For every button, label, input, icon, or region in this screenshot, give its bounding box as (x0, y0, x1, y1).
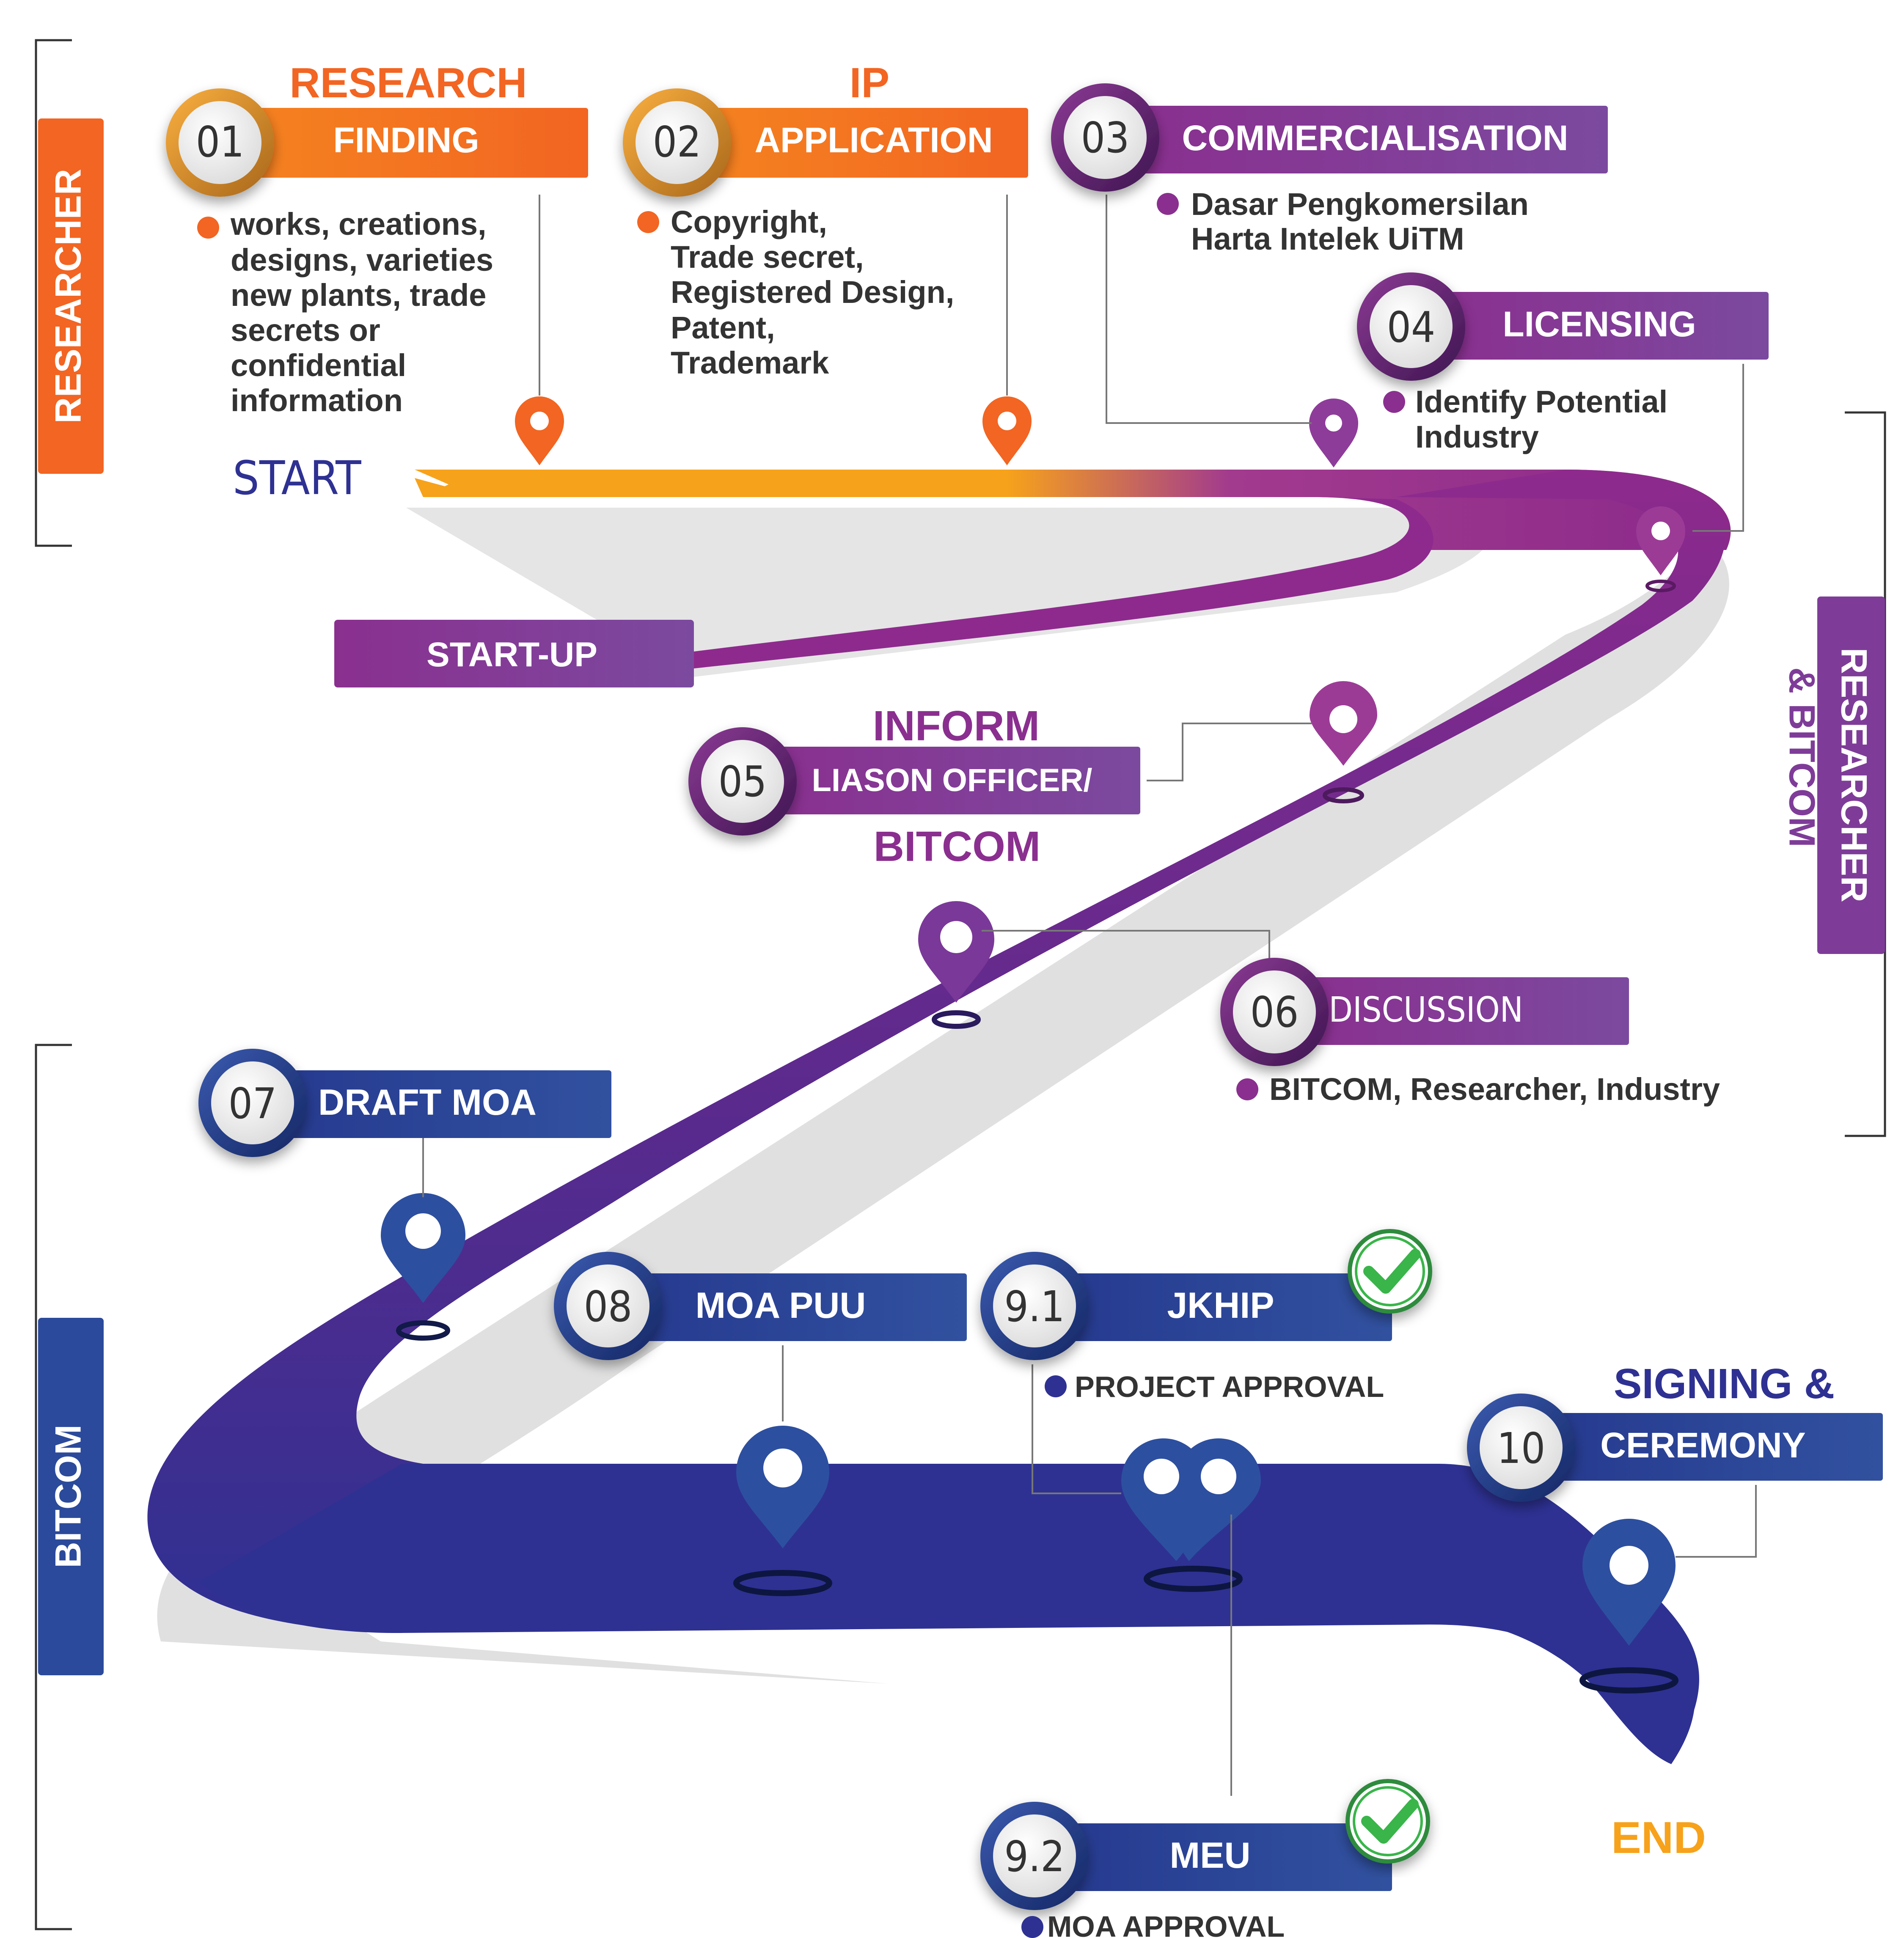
step-06-details: BITCOM, Researcher, Industry (1269, 1072, 1720, 1107)
step-05: INFORM LIASON OFFICER/ BITCOM 05 (688, 702, 1140, 870)
pin-09-icon (1121, 1438, 1261, 1592)
step-04-number: 04 (1387, 302, 1435, 352)
step-05-title-top: INFORM (873, 702, 1040, 750)
step-9-1-title: JKHIP (1167, 1285, 1274, 1326)
start-up-box: START-UP (334, 620, 694, 687)
pin-04-icon (1636, 506, 1685, 592)
step-06-number: 06 (1250, 987, 1299, 1037)
step-04: LICENSING 04 Identify Potential Industry (1357, 272, 1769, 454)
pin-05-icon (1310, 681, 1377, 803)
pin-07-icon (381, 1193, 465, 1341)
step-02-title-top: IP (850, 59, 889, 107)
side-label-bitcom-text: BITCOM (48, 1424, 89, 1568)
check-mark-icon (1345, 1779, 1430, 1864)
side-label-bitcom: BITCOM (38, 1318, 104, 1675)
step-08-title: MOA PUU (696, 1285, 866, 1326)
step-02-bullet-icon (637, 211, 659, 233)
step-03-number: 03 (1081, 113, 1129, 162)
step-06-title: DISCUSSION (1329, 990, 1523, 1030)
step-01-bullet-icon (197, 217, 219, 239)
pin-10-icon (1579, 1519, 1678, 1693)
side-label-researcher-bitcom-line2: & BITCOM (1781, 667, 1822, 847)
step-05-title-bottom: BITCOM (874, 823, 1040, 870)
step-9-2: MEU 9.2 MOA APPROVAL (980, 1779, 1430, 1938)
end-label: END (1611, 1813, 1706, 1863)
step-08: MOA PUU 08 (554, 1252, 967, 1360)
step-10-number: 10 (1497, 1424, 1545, 1473)
pin-01-icon (515, 396, 564, 465)
step-07: DRAFT MOA 07 (198, 1049, 611, 1157)
step-03-title: COMMERCIALISATION (1182, 118, 1568, 158)
step-04-bullet-icon (1383, 391, 1405, 413)
step-05-title: LIASON OFFICER/ (812, 762, 1092, 798)
step-02-title: APPLICATION (754, 120, 993, 160)
step-10: SIGNING & CEREMONY 10 (1467, 1360, 1883, 1502)
step-07-number: 07 (228, 1079, 277, 1128)
start-label: START (233, 451, 361, 505)
step-9-2-title: MEU (1169, 1835, 1250, 1876)
step-02-number: 02 (653, 117, 701, 167)
step-04-details: Identify Potential Industry (1415, 384, 1676, 454)
step-05-number: 05 (718, 757, 767, 806)
start-up-label: START-UP (426, 635, 597, 674)
step-03-bullet-icon (1157, 193, 1179, 215)
pin-02-icon (982, 396, 1032, 465)
step-06-bullet-icon (1236, 1078, 1258, 1100)
step-02-details: Copyright, Trade secret, Registered Desi… (671, 204, 963, 380)
step-06: DISCUSSION 06 BITCOM, Researcher, Indust… (1220, 958, 1720, 1107)
step-9-1-bullet-icon (1045, 1375, 1067, 1397)
side-label-researcher: RESEARCHER (38, 118, 104, 474)
step-9-1-number: 9.1 (1004, 1282, 1065, 1331)
pin-06-icon (918, 901, 994, 1029)
step-10-title: CEREMONY (1600, 1425, 1805, 1465)
connector-lines (422, 195, 1757, 1796)
side-label-researcher-bitcom: RESEARCHER & BITCOM (1781, 597, 1885, 954)
step-9-2-bullet-icon (1021, 1916, 1043, 1938)
step-02: IP APPLICATION 02 Copyright, Trade secre… (623, 59, 1028, 380)
step-03: COMMERCIALISATION 03 Dasar Pengkomersila… (1051, 83, 1608, 256)
location-pins (381, 396, 1685, 1693)
step-03-details: Dasar Pengkomersilan Harta Intelek UiTM (1191, 187, 1537, 256)
step-01-title-top: RESEARCH (289, 59, 527, 107)
step-9-2-number: 9.2 (1004, 1832, 1065, 1881)
pin-08-icon (733, 1426, 832, 1596)
step-01-details: works, creations, designs, varieties new… (230, 206, 502, 418)
pin-03-icon (1309, 399, 1358, 467)
step-9-1: JKHIP 9.1 PROJECT APPROVAL (980, 1229, 1432, 1403)
step-01: RESEARCH FINDING 01 works, creations, de… (166, 59, 588, 418)
step-04-title: LICENSING (1502, 304, 1696, 344)
step-07-title: DRAFT MOA (318, 1082, 537, 1123)
step-01-title: FINDING (333, 120, 479, 160)
step-9-2-details: MOA APPROVAL (1047, 1910, 1285, 1938)
step-9-1-details: PROJECT APPROVAL (1075, 1370, 1384, 1403)
step-08-number: 08 (584, 1282, 632, 1331)
check-mark-icon (1348, 1229, 1432, 1314)
step-01-number: 01 (196, 117, 244, 167)
side-label-researcher-text: RESEARCHER (48, 169, 89, 423)
step-10-title-top: SIGNING & (1614, 1360, 1835, 1407)
side-label-researcher-bitcom-line1: RESEARCHER (1833, 648, 1874, 902)
